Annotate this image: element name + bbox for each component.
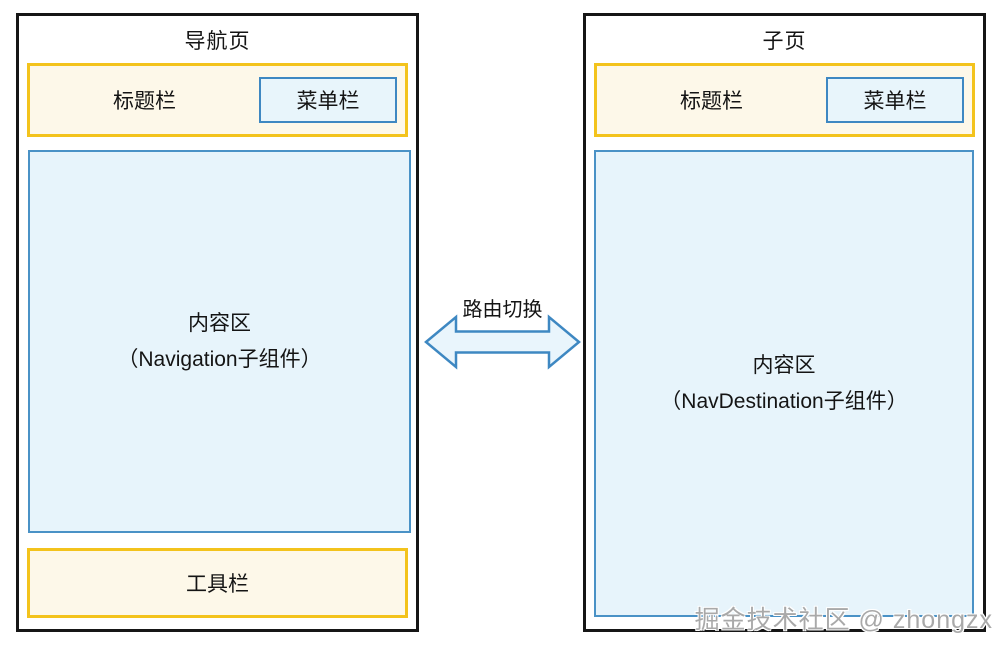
sub-page-header-bar: 标题栏 菜单栏	[594, 63, 975, 137]
content-area-label-line2: （NavDestination子组件）	[660, 389, 908, 413]
menu-bar-label: 菜单栏	[863, 90, 927, 113]
route-switch-label: 路由切换	[462, 299, 543, 321]
watermark-text: 掘金技术社区 @ zhongzx	[694, 606, 993, 634]
toolbar-box: 工具栏	[27, 548, 408, 618]
content-area-label-line1: 内容区	[752, 353, 816, 377]
navigation-content-area: 内容区 （Navigation子组件）	[28, 150, 411, 533]
content-area-label-line2: （Navigation子组件）	[117, 347, 322, 371]
navigation-page-title: 导航页	[184, 29, 251, 53]
sub-page-title: 子页	[762, 29, 807, 53]
menu-bar-box: 菜单栏	[259, 77, 397, 123]
double-arrow-icon	[424, 314, 581, 370]
sub-page-frame: 子页 标题栏 菜单栏 内容区 （NavDestination子组件）	[583, 13, 986, 632]
navigation-header-bar: 标题栏 菜单栏	[27, 63, 408, 137]
menu-bar-label: 菜单栏	[296, 90, 360, 113]
menu-bar-box: 菜单栏	[826, 77, 964, 123]
title-bar-label: 标题栏	[680, 90, 743, 113]
toolbar-label: 工具栏	[186, 573, 249, 596]
title-bar-label: 标题栏	[113, 90, 176, 113]
navigation-page-frame: 导航页 标题栏 菜单栏 内容区 （Navigation子组件） 工具栏	[16, 13, 419, 632]
sub-page-content-area: 内容区 （NavDestination子组件）	[594, 150, 974, 617]
content-area-label-line1: 内容区	[188, 311, 251, 335]
